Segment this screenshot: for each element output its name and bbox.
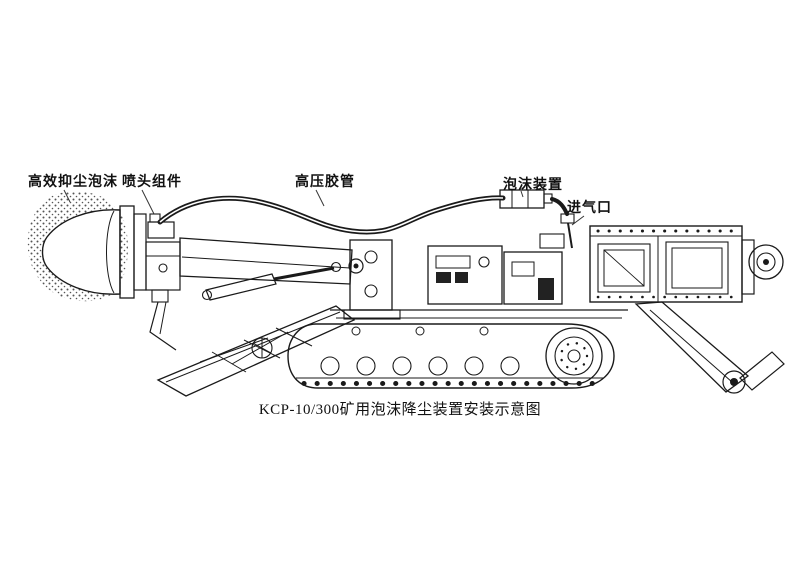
crawler-track [287,323,615,389]
cutting-head [41,205,147,299]
nozzle-assembly [145,213,181,351]
leader-lines [63,189,585,226]
high-pressure-hose [157,195,506,235]
label-foam-device: 泡沫装置 [503,176,563,192]
tail-conveyor [634,301,785,394]
label-high-pressure-hose: 高压胶管 [295,173,355,189]
hydraulic-cylinder [201,261,342,301]
label-foam: 高效抑尘泡沫 [28,173,118,189]
label-nozzle-assembly: 喷头组件 [122,173,182,189]
rear-electric-box [589,225,743,303]
boom-arm [179,237,364,285]
figure-caption: KCP-10/300矿用泡沫降尘装置安装示意图 [258,402,542,418]
machine-body [330,233,628,319]
loading-apron [156,305,356,397]
label-air-inlet: 进气口 [567,199,612,215]
cable-reel [741,239,784,295]
air-inlet-hose [550,197,575,249]
